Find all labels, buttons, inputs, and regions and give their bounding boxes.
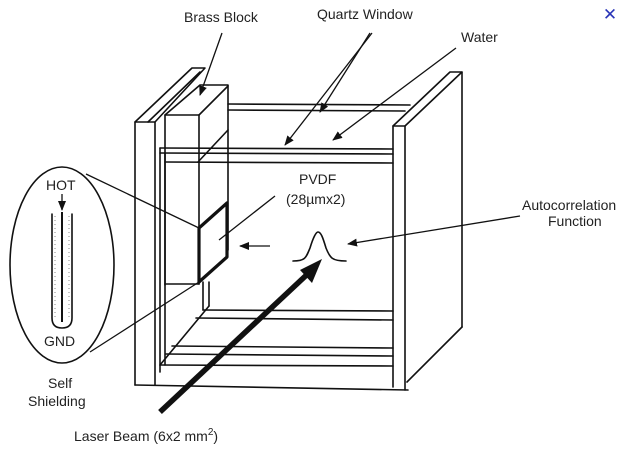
top-rail-1 bbox=[227, 103, 411, 106]
label-laser-beam-text: Laser Beam (6x2 mm bbox=[74, 428, 208, 444]
left-wall-edge bbox=[147, 71, 201, 123]
close-icon[interactable]: ✕ bbox=[602, 5, 618, 25]
label-laser-beam-close: ) bbox=[213, 428, 218, 444]
left-wall-top bbox=[134, 67, 206, 123]
pvdf-film bbox=[197, 201, 229, 284]
label-brass-block: Brass Block bbox=[184, 9, 259, 25]
label-gnd: GND bbox=[44, 333, 75, 349]
label-self: Self bbox=[48, 375, 72, 391]
zoom-leader-bottom bbox=[89, 281, 200, 353]
laser-beam-arrowhead bbox=[300, 259, 322, 283]
label-laser-beam-sup: 2 bbox=[208, 427, 214, 438]
quartz-window-bottom bbox=[159, 281, 394, 367]
bottom-rail-5 bbox=[159, 364, 394, 367]
autocorrelation-leader bbox=[347, 215, 521, 247]
bottom-rail-1 bbox=[202, 309, 394, 312]
bottom-front-edge bbox=[134, 384, 409, 391]
label-shielding: Shielding bbox=[28, 393, 86, 409]
quartz-window-leader-2 bbox=[284, 32, 373, 146]
window-line-3 bbox=[164, 161, 394, 164]
label-autocorrelation-1: Autocorrelation bbox=[522, 197, 616, 213]
floor-diag bbox=[159, 305, 210, 366]
film-outer bbox=[51, 213, 73, 329]
bottom-rail-2 bbox=[195, 317, 394, 321]
right-wall-bottom-edge bbox=[406, 326, 463, 383]
label-quartz-window: Quartz Window bbox=[317, 6, 414, 22]
bottom-rail-3 bbox=[171, 345, 394, 349]
self-shielding-ellipse bbox=[9, 166, 115, 364]
quartz-window-top bbox=[159, 103, 411, 373]
cell-frame bbox=[134, 67, 463, 391]
right-wall-front bbox=[392, 125, 406, 391]
label-hot: HOT bbox=[46, 177, 76, 193]
right-wall-top bbox=[392, 71, 463, 127]
label-autocorrelation-2: Function bbox=[548, 213, 602, 229]
left-wall-front bbox=[134, 121, 156, 386]
pvdf-leader bbox=[218, 195, 276, 241]
window-line-2 bbox=[159, 152, 394, 155]
brass-block-leader bbox=[199, 32, 223, 96]
water-leader bbox=[332, 47, 457, 141]
label-water: Water bbox=[461, 29, 498, 45]
window-line-1 bbox=[159, 147, 394, 150]
brass-block bbox=[164, 84, 229, 286]
bottom-rail-4 bbox=[165, 353, 394, 357]
laser-beam bbox=[158, 265, 316, 415]
label-laser-beam: Laser Beam (6x2 mm2) bbox=[74, 427, 218, 444]
label-pvdf: PVDF bbox=[299, 171, 336, 187]
film-cross-section bbox=[51, 194, 73, 329]
autocorrelation-pulse bbox=[292, 231, 347, 262]
zoom-leader-top bbox=[85, 173, 200, 229]
label-pvdf-spec: (28µmx2) bbox=[286, 191, 345, 207]
brass-block-top-diag bbox=[198, 85, 229, 116]
top-rail-2 bbox=[227, 109, 406, 112]
window-diag bbox=[197, 129, 229, 163]
